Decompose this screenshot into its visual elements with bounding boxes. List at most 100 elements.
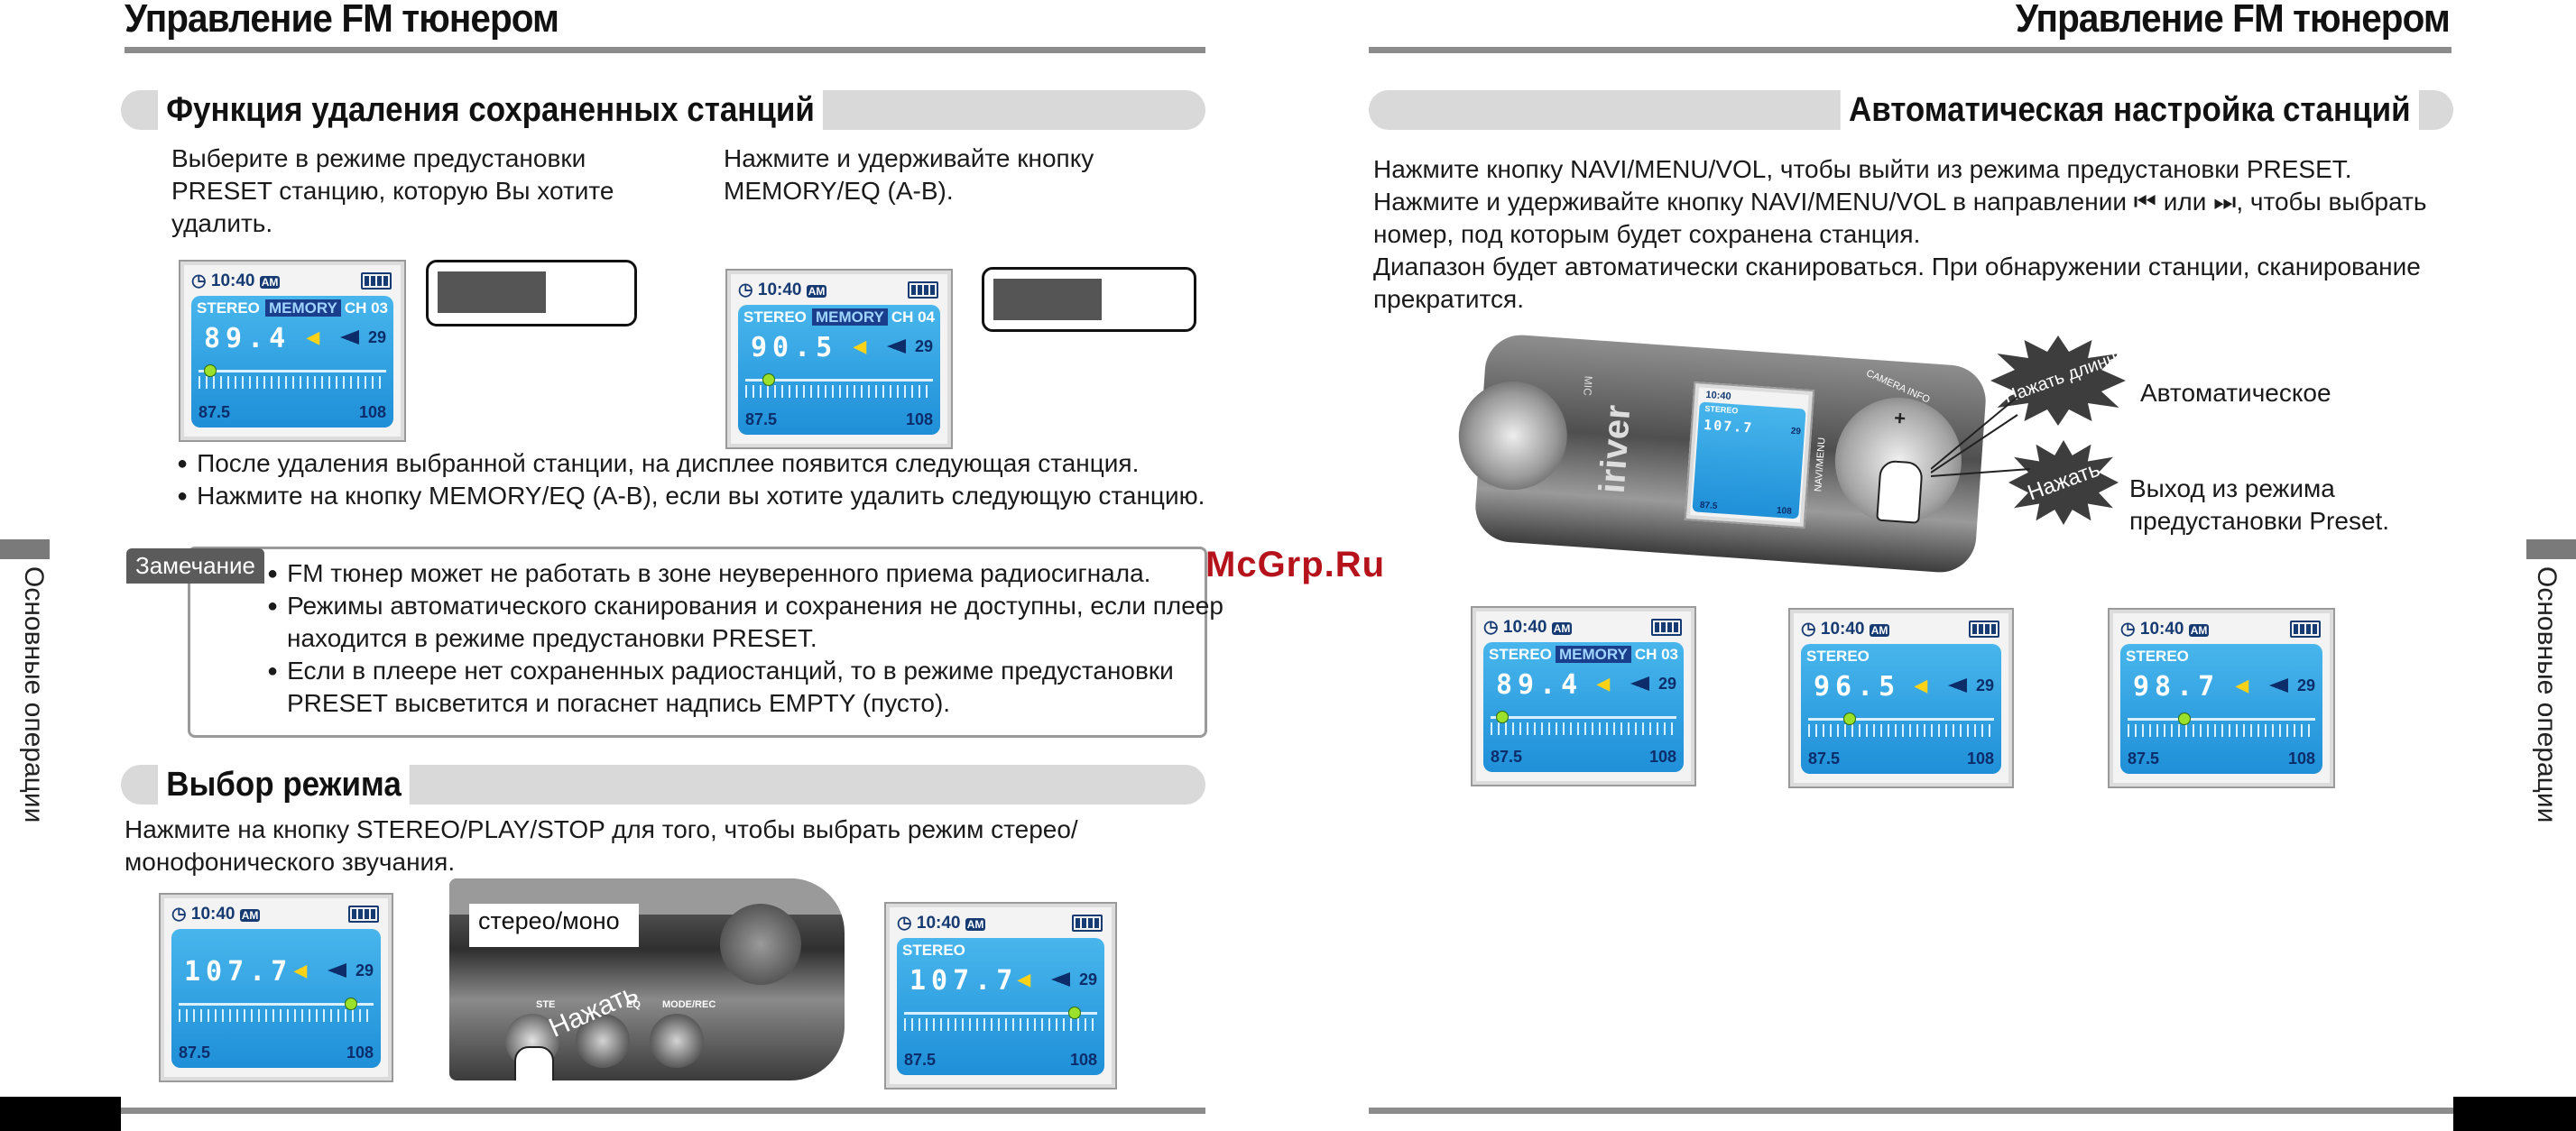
header-rule-left	[125, 47, 1205, 53]
note-item-cont: PRESET высветится и погаснет надпись EMP…	[287, 689, 951, 717]
lcd-volume-value: 29	[1657, 675, 1676, 693]
lcd-status-bar: ◷ 10:40 AM	[1801, 617, 2001, 640]
exit-preset-line: предустановки Preset.	[2129, 507, 2390, 535]
clock-icon: ◷	[897, 914, 912, 933]
auto-text-line: номер, под которым будет сохранена станц…	[1373, 220, 1921, 248]
auto-text-line: Нажмите и удерживайте кнопку NAVI/MENU/V…	[1373, 188, 2427, 216]
auto-text-line: прекратится.	[1373, 285, 1525, 313]
lcd-time: 10:40	[210, 271, 255, 290]
speaker-icon: ◀	[1597, 675, 1610, 693]
lcd-stereo: STEREO	[902, 942, 965, 959]
lcd-band-high: 108	[346, 1044, 374, 1062]
lcd-time: 10:40	[1820, 620, 1865, 639]
lcd-volume-value: 29	[355, 961, 374, 979]
lcd-volume: ◀ 29	[1597, 675, 1676, 694]
eq-button[interactable]	[576, 1014, 630, 1068]
side-tab-marker-right	[2526, 539, 2576, 559]
note-item-cont: находится в режиме предустановки PRESET.	[287, 624, 817, 652]
delete-step2-line: MEMORY/EQ (A-B).	[724, 177, 954, 205]
lcd-status-bar: ◷ 10:40 AM	[738, 278, 940, 301]
volume-bars-icon	[867, 339, 906, 354]
section-title-delete: Функция удаления сохраненных станций	[158, 90, 824, 130]
tuning-scale	[199, 364, 386, 394]
lcd-band-high: 108	[1966, 749, 1994, 768]
lcd-ampm: AM	[806, 285, 827, 298]
battery-icon	[1969, 621, 1999, 638]
exit-preset-label: Выход из режима предустановки Preset.	[2129, 473, 2389, 538]
clock-icon: ◷	[738, 280, 753, 299]
plus-icon: +	[1893, 406, 1907, 430]
speaker-icon: ◀	[307, 328, 319, 346]
lcd-ampm: AM	[1551, 622, 1573, 635]
side-tab-label-left: Основные операции	[19, 566, 49, 823]
footer-rule-left	[121, 1108, 1205, 1114]
delete-step2-text: Нажмите и удерживайте кнопку MEMORY/EQ (…	[724, 143, 1094, 207]
battery-icon	[2290, 621, 2321, 638]
delete-step1-line: удалить.	[171, 209, 273, 237]
volume-bars-icon	[2249, 678, 2288, 693]
volume-bars-icon	[1611, 676, 1649, 691]
battery-icon	[361, 272, 392, 290]
mode-rec-button[interactable]	[650, 1014, 704, 1068]
speaker-icon: ◀	[294, 961, 307, 979]
side-tab-label-right: Основные операции	[2532, 566, 2562, 823]
page-title-right: Управление FM тюнером	[2015, 0, 2451, 41]
lcd-band-low: 87.5	[904, 1051, 937, 1069]
lcd-ampm: AM	[965, 918, 986, 931]
clock-icon: ◷	[1801, 620, 1816, 639]
lcd-volume: ◀29	[1018, 970, 1097, 989]
device-lcd-high: 108	[1776, 505, 1793, 517]
clock-icon: ◷	[2120, 620, 2136, 639]
lcd-stereo: STEREO	[1489, 646, 1552, 663]
lcd-volume: ◀29	[854, 337, 933, 356]
lcd-ampm: AM	[2188, 624, 2210, 637]
tuning-indicator	[1496, 711, 1510, 723]
lcd-time: 10:40	[1502, 618, 1547, 637]
pointer-line	[1931, 396, 2018, 470]
brand-logo: iriver	[1592, 403, 1639, 495]
lcd-time: 10:40	[2139, 620, 2184, 639]
note-tag: Замечание	[126, 548, 264, 584]
lcd-band-low: 87.5	[745, 410, 778, 428]
lcd-channel: CH 04	[891, 308, 935, 326]
lcd-band-low: 87.5	[179, 1044, 211, 1062]
note-item: Если в плеере нет сохраненных радиостанц…	[267, 655, 1223, 687]
lcd-frequency: 89.4	[204, 323, 291, 354]
dial-icon	[720, 904, 801, 985]
battery-icon	[348, 906, 379, 923]
device-closeup-mode: STE EQ MODE/REC	[449, 878, 845, 1080]
button-label: MODE/REC	[662, 999, 716, 1010]
lcd-clock: ◷ 10:40 AM	[738, 280, 827, 300]
delete-step1-line: PRESET станцию, которую Вы хотите	[171, 177, 614, 205]
footer-page-tab-left	[0, 1097, 121, 1131]
auto-label: Автоматическое	[2140, 379, 2331, 407]
button-label: STE	[536, 999, 556, 1010]
lcd-stereo: STEREO	[2126, 648, 2189, 665]
stereo-mono-label: стерео/моно	[478, 907, 620, 934]
tuning-scale	[745, 373, 933, 403]
tuning-scale	[904, 1007, 1097, 1036]
note-items: FM тюнер может не работать в зоне неувер…	[267, 557, 1223, 720]
battery-icon	[908, 281, 938, 299]
tuning-indicator	[204, 364, 217, 377]
volume-bars-icon	[1031, 972, 1070, 987]
lcd-ampm: AM	[239, 909, 261, 922]
tuning-scale	[1808, 713, 1994, 742]
lcd-band-low: 87.5	[199, 403, 231, 421]
section-title-mode: Выбор режима	[158, 765, 410, 805]
volume-bars-icon	[308, 963, 346, 978]
mic-label: MIC	[1581, 375, 1595, 397]
footer-page-tab-right	[2453, 1097, 2576, 1131]
tuning-scale	[1491, 711, 1676, 740]
exit-preset-line: Выход из режима	[2129, 474, 2335, 502]
jog-dial-icon	[1454, 378, 1571, 494]
